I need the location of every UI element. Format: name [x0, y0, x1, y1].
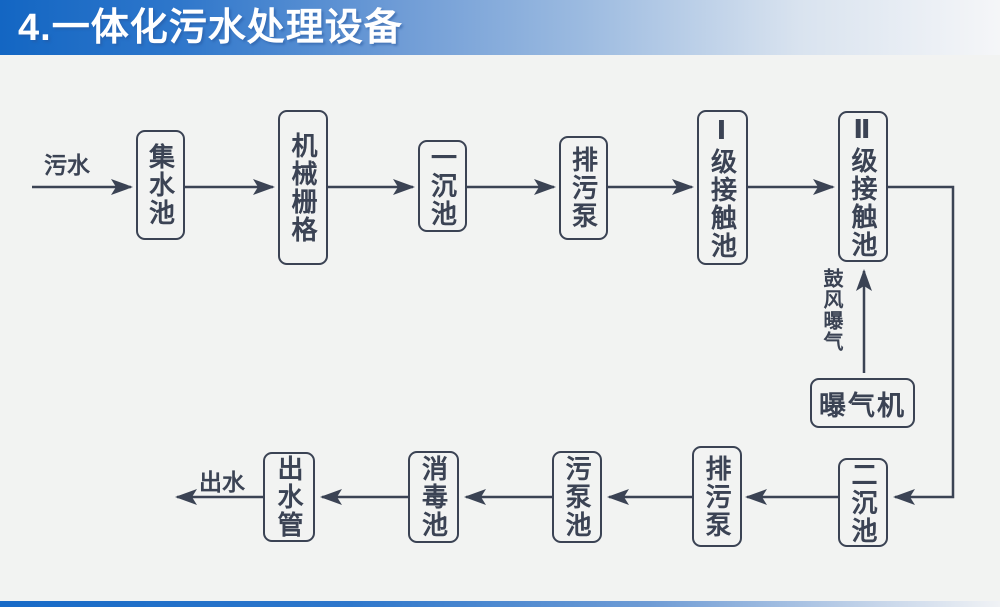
node-disinfection-tank: 消毒池 — [408, 451, 459, 543]
node-mechanical-grid: 机械栅格 — [278, 110, 328, 265]
connector-top-to-bottom — [888, 185, 955, 505]
node-primary-sedimentation-tank: 一沉池 — [418, 140, 467, 232]
node-mechanical-grid-label: 机械栅格 — [288, 131, 318, 244]
node-secondary-sedimentation-tank-label: 二沉池 — [848, 460, 878, 545]
node-stage1-contact-tank: Ⅰ级接触池 — [697, 110, 748, 265]
node-sludge-pump-tank: 污泵池 — [552, 451, 602, 543]
node-outlet-pipe: 出水管 — [263, 452, 315, 542]
node-sewage-pump-bottom: 排污泵 — [692, 446, 742, 547]
node-aerator-label: 曝气机 — [819, 390, 906, 421]
page-title: 4.一体化污水处理设备 — [18, 7, 403, 49]
blast-aeration-label: 鼓风曝气 — [820, 268, 842, 352]
title-banner: 4.一体化污水处理设备 — [0, 0, 1000, 55]
node-disinfection-tank-label: 消毒池 — [418, 455, 449, 539]
node-stage2-contact-tank-label: Ⅱ级接触池 — [848, 114, 878, 259]
bottom-accent-bar — [0, 601, 1000, 607]
node-stage2-contact-tank: Ⅱ级接触池 — [838, 111, 888, 262]
node-outlet-pipe-label: 出水管 — [274, 455, 304, 539]
node-collection-tank: 集水池 — [136, 130, 185, 240]
node-secondary-sedimentation-tank: 二沉池 — [838, 458, 888, 547]
node-sewage-pump-top-label: 排污泵 — [568, 146, 599, 230]
node-sewage-pump-bottom-label: 排污泵 — [702, 454, 732, 539]
node-stage1-contact-tank-label: Ⅰ级接触池 — [707, 115, 738, 260]
node-collection-tank-label: 集水池 — [145, 143, 176, 227]
node-aerator: 曝气机 — [810, 378, 915, 428]
node-sludge-pump-tank-label: 污泵池 — [562, 455, 592, 539]
outlet-water-label: 出水 — [199, 469, 245, 495]
node-primary-sedimentation-tank-label: 一沉池 — [427, 144, 458, 228]
node-sewage-pump-top: 排污泵 — [559, 136, 608, 240]
inlet-water-label: 污水 — [44, 152, 90, 178]
